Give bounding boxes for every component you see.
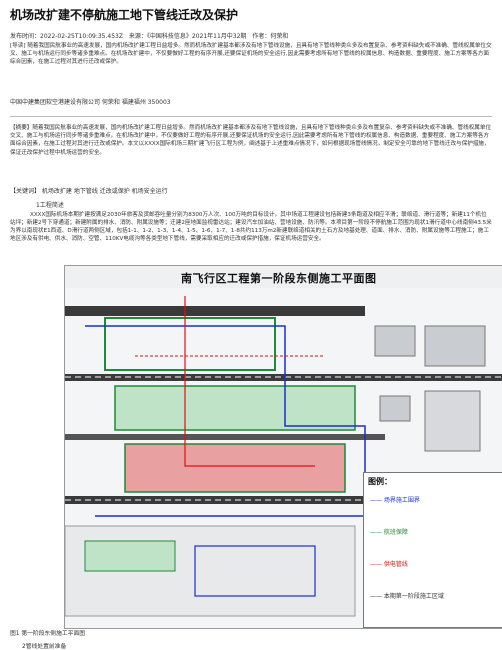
runway-strip — [65, 496, 502, 504]
construction-plan-figure: 南飞行区工程第一阶段东侧施工平面图 — [64, 265, 502, 629]
article-meta: 发布时间：2022-02-25T10:09:35.453Z 来源：《中国科技信息… — [10, 31, 292, 40]
runway-strip — [65, 374, 502, 381]
legend-item: —— 供电管线 — [370, 561, 408, 568]
legend-title: 图例： — [368, 477, 392, 486]
article-title: 机场改扩建不停航施工地下管线迁改及保护 — [10, 8, 239, 22]
work-zone — [84, 540, 176, 572]
legend-item: —— 场界施工围界 — [370, 497, 420, 504]
figure-caption: 图1 第一阶段东侧施工平面图 — [10, 631, 86, 637]
work-zone-outline — [104, 317, 276, 371]
legend: 图例： —— 场界施工围界 —— 航班保障 —— 供电管线 —— 本期第一阶段施… — [363, 472, 502, 628]
section-heading: 1工程简述 — [36, 202, 64, 209]
intro-paragraph: [导读] 随着我国民航事业的高速发展，国内机场改扩建工程日益增多。然而机场改扩建… — [10, 43, 492, 66]
publish-time: 发布时间：2022-02-25T10:09:35.453Z — [10, 33, 123, 40]
legend-item: —— 本期第一阶段施工区域 — [370, 593, 444, 600]
construction-fence — [85, 325, 366, 516]
work-zone — [114, 385, 356, 431]
body-paragraph: XXXX国际机场本期扩建按满足2030年旅客及货邮吞吐量分别为8300万人次、1… — [10, 212, 492, 242]
keywords: 【关键词】 机场改扩建 地下管线 迁改或保护 机场安全运行 — [10, 188, 168, 195]
power-line — [184, 296, 315, 467]
divider — [10, 116, 492, 117]
source: 来源：《中国科技信息》2021年11月中32期 — [128, 33, 247, 40]
building-block — [379, 395, 411, 422]
construction-fence — [194, 545, 316, 597]
building-block — [424, 325, 486, 367]
author: 作者：何荣和 — [252, 33, 289, 40]
legend-item: —— 航班保障 — [370, 529, 408, 536]
building-block — [374, 325, 416, 357]
taxiway-strip — [65, 434, 385, 440]
figure-title: 南飞行区工程第一阶段东侧施工平面图 — [181, 272, 377, 285]
abstract: 【摘要】随着我国民航事业的高速发展，国内机场改扩建工程日益增多。然而机场改扩建基… — [10, 125, 492, 156]
runway-strip — [65, 306, 365, 316]
section-heading: 2管线处置前准备 — [22, 644, 67, 650]
work-zone — [124, 443, 346, 493]
building-block — [424, 390, 481, 452]
affiliation: 中国中建集团软空港建设有限公司 何荣和 福建福州 350003 — [10, 99, 171, 106]
